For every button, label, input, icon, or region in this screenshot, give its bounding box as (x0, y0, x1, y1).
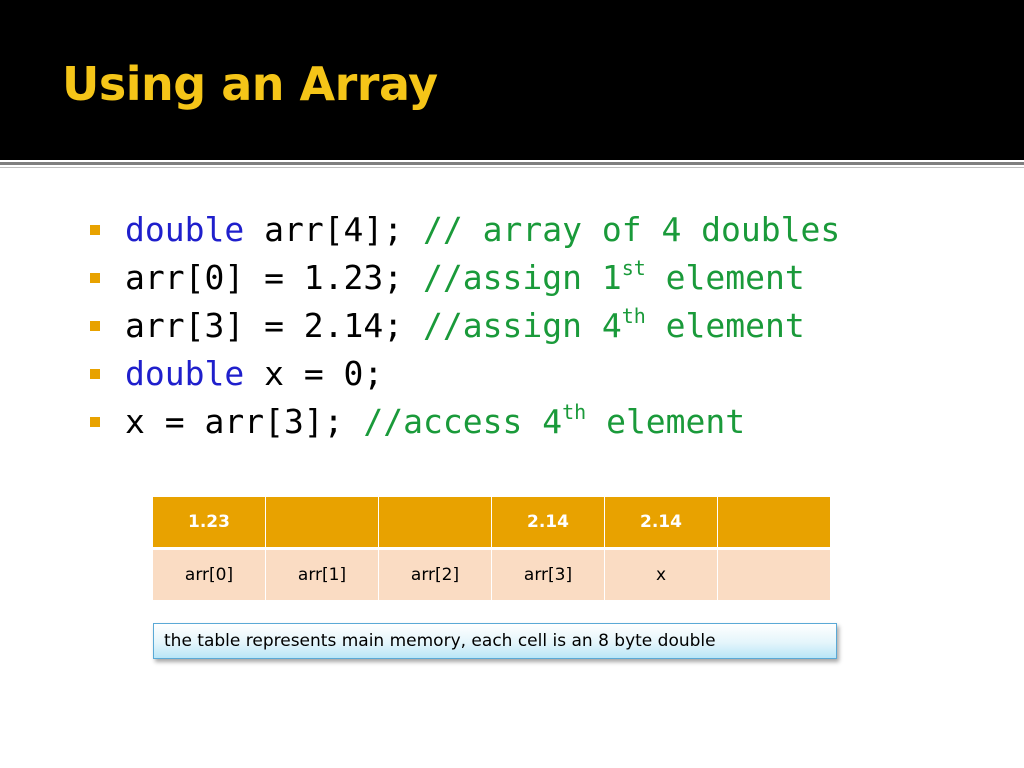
code-text: x = 0; (244, 354, 384, 393)
square-bullet-icon (90, 321, 100, 331)
memory-value-cell: 1.23 (152, 496, 266, 550)
code-comment: //assign 4 (423, 306, 622, 345)
title-divider (0, 162, 1024, 165)
memory-value-cell (717, 496, 831, 550)
code-comment: element (586, 402, 746, 441)
superscript-text: th (621, 304, 646, 328)
memory-note-callout: the table represents main memory, each c… (153, 623, 837, 659)
bullet-item: x = arr[3]; //access 4th element (90, 398, 840, 446)
bullet-item: double x = 0; (90, 350, 840, 398)
bullet-item: double arr[4]; // array of 4 doubles (90, 206, 840, 254)
bullet-list: double arr[4]; // array of 4 doubles arr… (90, 206, 840, 446)
code-text: arr[0] = 1.23; (125, 258, 424, 297)
superscript-text: th (562, 400, 587, 424)
memory-value-cell (265, 496, 379, 550)
code-comment: // array of 4 doubles (423, 210, 841, 249)
slide-title: Using an Array (62, 57, 438, 111)
memory-labels-row: arr[0] arr[1] arr[2] arr[3] x (152, 548, 831, 601)
bullet-item: arr[0] = 1.23; //assign 1st element (90, 254, 840, 302)
memory-label-cell (717, 548, 831, 601)
memory-values-row: 1.23 2.14 2.14 (152, 496, 831, 550)
title-bar (0, 0, 1024, 160)
title-divider-thin (0, 167, 1024, 168)
memory-label-cell: arr[1] (265, 548, 379, 601)
code-text: arr[4]; (244, 210, 424, 249)
memory-label-cell: arr[3] (491, 548, 605, 601)
square-bullet-icon (90, 417, 100, 427)
code-comment: //assign 1 (423, 258, 622, 297)
code-comment: element (645, 306, 805, 345)
memory-value-cell: 2.14 (604, 496, 718, 550)
code-comment: //access 4 (363, 402, 563, 441)
code-text: arr[3] = 2.14; (125, 306, 424, 345)
square-bullet-icon (90, 273, 100, 283)
code-comment: element (645, 258, 805, 297)
memory-label-cell: x (604, 548, 718, 601)
memory-table: 1.23 2.14 2.14 arr[0] arr[1] arr[2] arr[… (152, 496, 831, 601)
square-bullet-icon (90, 225, 100, 235)
memory-label-cell: arr[2] (378, 548, 492, 601)
code-keyword: double (125, 210, 245, 249)
square-bullet-icon (90, 369, 100, 379)
bullet-item: arr[3] = 2.14; //assign 4th element (90, 302, 840, 350)
memory-label-cell: arr[0] (152, 548, 266, 601)
memory-value-cell (378, 496, 492, 550)
code-keyword: double (125, 354, 245, 393)
superscript-text: st (621, 256, 646, 280)
code-text: x = arr[3]; (125, 402, 364, 441)
memory-value-cell: 2.14 (491, 496, 605, 550)
